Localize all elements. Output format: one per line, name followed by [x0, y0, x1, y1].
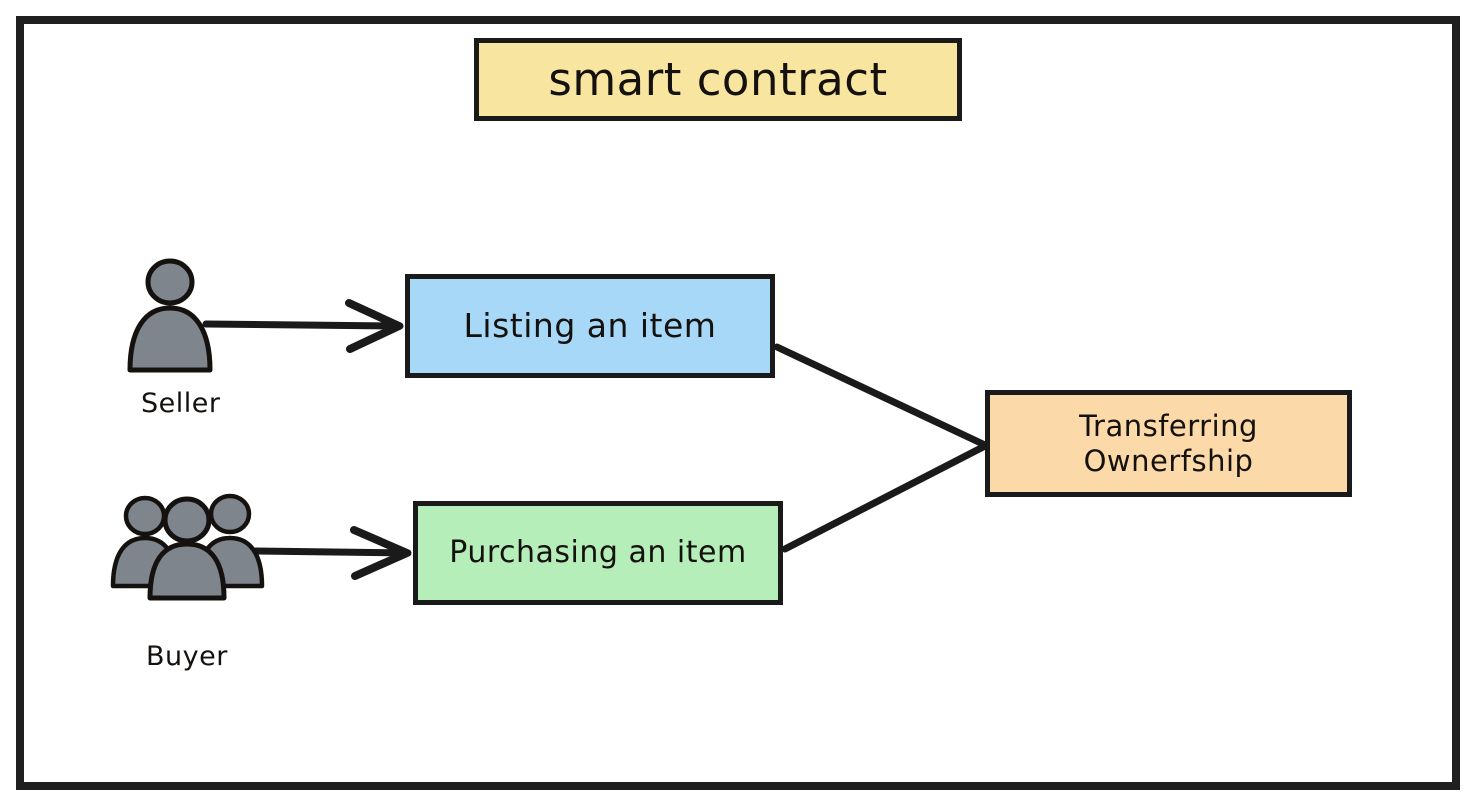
transferring-ownership-box: Transferring Ownerfship [985, 390, 1352, 497]
seller-label: Seller [141, 388, 221, 419]
diagram-outer-frame [16, 16, 1460, 790]
listing-an-item-box: Listing an item [405, 274, 775, 378]
buyer-label: Buyer [146, 641, 228, 672]
single-person-icon [118, 258, 228, 378]
group-of-people-icon [105, 480, 270, 605]
purchasing-an-item-box: Purchasing an item [413, 501, 783, 605]
title-box: smart contract [474, 38, 962, 121]
